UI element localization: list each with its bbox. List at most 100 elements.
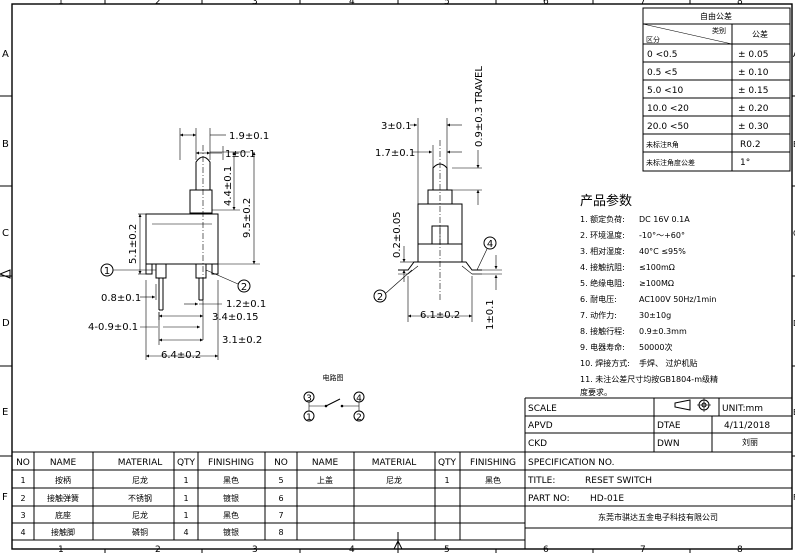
tolerance-range: 0.5 <5	[647, 68, 677, 78]
date-value: 4/11/2018	[724, 421, 770, 431]
zone-number: 6	[543, 0, 549, 7]
tolerance-value: R0.2	[740, 140, 761, 150]
bom-header: QTY	[177, 458, 196, 468]
tolerance-value: 1°	[740, 158, 750, 168]
zone-number: 7	[640, 0, 646, 7]
bom-header: NAME	[50, 458, 77, 468]
bom-cell: 4	[183, 528, 188, 537]
unit-label: UNIT:mm	[722, 404, 763, 414]
zone-letter: E	[793, 408, 795, 417]
tolerance-value: ± 0.20	[738, 104, 769, 114]
zone-letter: A	[793, 50, 795, 59]
bom-cell: 磷铜	[132, 527, 148, 537]
tolerance-title: 自由公差	[700, 11, 732, 21]
callout-number: 1	[104, 266, 110, 277]
zone-number: 2	[155, 0, 161, 7]
tolerance-table: 自由公差 类别 区分 公差 0 <0.5 ± 0.05 0.5 <5 ± 0.1…	[642, 7, 791, 172]
dim-4-4: 4.4±0.1	[223, 166, 234, 206]
dim-0-2: 0.2±0.05	[392, 211, 403, 258]
bom-cell: 1	[444, 476, 449, 485]
bom-header: NAME	[312, 458, 339, 468]
zone-letter: B	[2, 139, 9, 150]
bom-cell: 底座	[55, 510, 71, 520]
dim-4-0-9: 4-0.9±0.1	[88, 322, 138, 333]
bom-cell: 尼龙	[132, 510, 148, 520]
tolerance-range: 0 <0.5	[647, 50, 677, 60]
zone-number: 1	[58, 0, 64, 7]
bom-cell: 3	[20, 511, 25, 520]
zone-number: 4	[349, 0, 355, 7]
bom-header: NO	[16, 458, 30, 468]
bom-cell: 接触脚	[51, 527, 75, 537]
side-view-dimension-labels: 3±0.1 1.7±0.1 0.9±0.3 TRAVEL 0.2±0.05 6.…	[375, 66, 496, 330]
dim-0-8: 0.8±0.1	[101, 293, 141, 304]
side-view-outline	[398, 140, 482, 300]
dim-1-9: 1.9±0.1	[229, 131, 269, 142]
title-label: TITLE:	[527, 476, 555, 486]
bom-header: MATERIAL	[118, 458, 163, 468]
tolerance-head-class: 类别	[712, 26, 726, 35]
dim-1-2: 1.2±0.1	[226, 299, 266, 310]
bom-header: QTY	[438, 458, 457, 468]
bom-header: MATERIAL	[372, 458, 417, 468]
tolerance-range: 10.0 <20	[647, 104, 689, 114]
dwn-value: 刘丽	[742, 437, 758, 447]
zone-letters-right: A B C D E F	[793, 50, 795, 502]
projection-symbol-icon	[674, 398, 711, 412]
param-value: -10°～+60°	[639, 231, 685, 240]
param-value: 30±10g	[639, 311, 671, 320]
zone-number: 4	[349, 545, 355, 553]
tolerance-value: ± 0.10	[738, 68, 769, 78]
company-name: 东莞市骐达五金电子科技有限公司	[598, 512, 718, 522]
bom-cell: 尼龙	[132, 475, 148, 485]
bom-cell: 1	[183, 511, 188, 520]
zone-number: 3	[252, 0, 258, 7]
zone-number: 8	[737, 0, 743, 7]
dim-1: 1±0.1	[225, 149, 256, 160]
zone-letter: F	[2, 492, 8, 503]
zone-number: 3	[252, 545, 258, 553]
dim-1-7: 1.7±0.1	[375, 148, 415, 159]
pin-number: 2	[356, 413, 362, 423]
dim-6-1: 6.1±0.2	[420, 310, 460, 321]
dim-6-4: 6.4±0.2	[161, 350, 201, 361]
bom-cell: 7	[278, 511, 283, 520]
bom-cell: 黑色	[485, 475, 501, 485]
bom-cell: 5	[278, 476, 283, 485]
product-params: 产品参数 1. 额定负荷: DC 16V 0.1A 2. 环境温度: -10°～…	[580, 193, 718, 397]
zone-number: 1	[58, 545, 64, 553]
date-label: DTAE	[657, 421, 681, 431]
bom-cell: 尼龙	[386, 475, 402, 485]
param-value: AC100V 50Hz/1min	[639, 295, 716, 304]
tolerance-value: ± 0.30	[738, 122, 769, 132]
tolerance-range: 未标注角度公差	[646, 158, 695, 167]
bom-cell: 4	[20, 528, 25, 537]
param-label: 10. 焊接方式:	[580, 358, 630, 368]
param-label: 5. 绝缘电阻:	[580, 278, 625, 288]
dim-1-side: 1±0.1	[485, 299, 496, 330]
tolerance-range: 5.0 <10	[647, 86, 683, 96]
front-view-callouts: 1 2	[100, 263, 251, 293]
front-view-dimension-lines	[138, 128, 260, 360]
front-view-dimension-labels: 1.9±0.1 1±0.1 4.4±0.1 9.5±0.2 5.1±0.2 0.…	[88, 131, 269, 361]
bom-cell: 6	[278, 494, 283, 503]
pin-number: 1	[306, 413, 312, 423]
zone-number: 2	[155, 545, 161, 553]
side-view-dimension-lines	[400, 118, 502, 322]
param-value: 0.9±0.3mm	[639, 327, 687, 336]
bom-header: FINISHING	[470, 458, 516, 468]
bom-header: FINISHING	[208, 458, 254, 468]
zone-letter: C	[2, 228, 9, 239]
param-value: 50000次	[639, 342, 672, 352]
part-label: PART NO:	[528, 494, 570, 504]
front-view-outline	[145, 145, 219, 311]
zone-letters-left: A B C D E F	[2, 49, 10, 503]
ckd-label: CKD	[528, 439, 547, 449]
bom-cell: 1	[183, 476, 188, 485]
callout-number: 2	[377, 292, 383, 303]
param-value: 手焊、 过炉机贴	[639, 358, 698, 368]
dim-3: 3±0.1	[381, 121, 412, 132]
bom-cell: 2	[20, 494, 25, 503]
zone-letter: D	[2, 318, 10, 329]
bom-cell: 接触弹簧	[47, 493, 79, 503]
